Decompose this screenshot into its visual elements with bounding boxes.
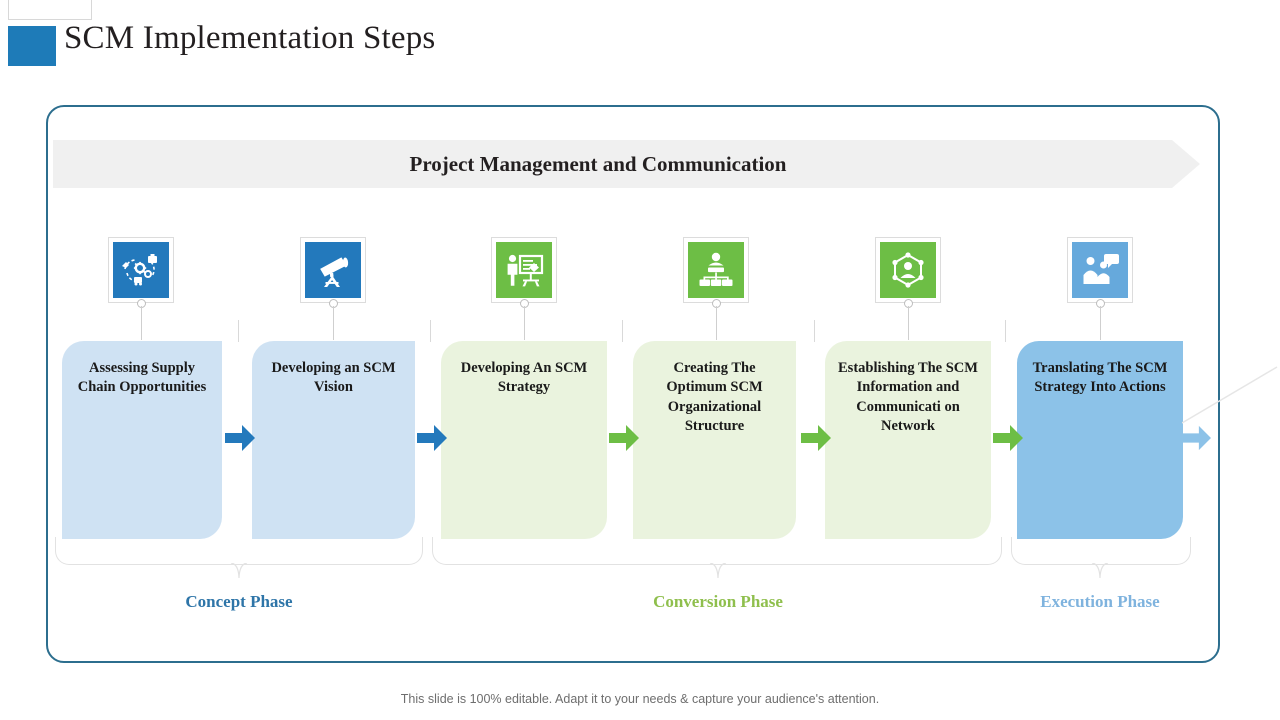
flow-arrow-1: [225, 425, 255, 451]
step-card-label: Creating The Optimum SCM Organizational …: [666, 360, 763, 434]
icon-tile-3[interactable]: [491, 237, 557, 303]
step-card-4[interactable]: Creating The Optimum SCM Organizational …: [633, 341, 796, 539]
phase-label-1: Concept Phase: [185, 592, 293, 611]
column-separator: [430, 320, 431, 342]
connector-line: [1100, 306, 1101, 340]
step-card-1[interactable]: Assessing Supply Chain Opportunities: [62, 341, 222, 539]
banner-title: Project Management and Communication: [409, 151, 787, 176]
icon-tile-5[interactable]: [875, 237, 941, 303]
supply-chain-network-icon: [113, 242, 169, 298]
icon-tile-1[interactable]: [108, 237, 174, 303]
trailing-diagonal-line: [1181, 365, 1278, 425]
phase-label-2: Conversion Phase: [653, 592, 783, 611]
phase-bracket-tick: [230, 563, 248, 579]
column-separator: [814, 320, 815, 342]
connector-line: [524, 306, 525, 340]
step-card-label: Developing an SCM Vision: [271, 360, 396, 396]
people-chat-icon: [1072, 242, 1128, 298]
column-separator: [622, 320, 623, 342]
phase-label-3: Execution Phase: [1040, 592, 1160, 611]
column-separator: [238, 320, 239, 342]
network-person-icon: [880, 242, 936, 298]
presentation-board-icon: [496, 242, 552, 298]
step-card-2[interactable]: Developing an SCM Vision: [252, 341, 415, 539]
flow-arrow-5: [993, 425, 1023, 451]
flow-arrow-3: [609, 425, 639, 451]
step-card-label: Establishing The SCM Information and Com…: [838, 360, 978, 434]
phase-bracket-tick: [709, 563, 727, 579]
phase-bracket-3: [1011, 537, 1191, 565]
icon-tile-6[interactable]: [1067, 237, 1133, 303]
column-separator: [1005, 320, 1006, 342]
phase-bracket-tick: [1091, 563, 1109, 579]
telescope-icon: [305, 242, 361, 298]
phase-bracket-2: [432, 537, 1002, 565]
flow-arrow-2: [417, 425, 447, 451]
phase-bracket-1: [55, 537, 423, 565]
step-card-label: Assessing Supply Chain Opportunities: [77, 360, 207, 396]
title-decor-box: [8, 0, 92, 20]
step-card-6[interactable]: Translating The SCM Strategy Into Action…: [1017, 341, 1183, 539]
slide-frame: [46, 105, 1220, 663]
connector-line: [141, 306, 142, 340]
trailing-flow-arrow: [1183, 425, 1211, 451]
footer-note: This slide is 100% editable. Adapt it to…: [400, 692, 880, 706]
connector-line: [908, 306, 909, 340]
org-chart-icon: [688, 242, 744, 298]
title-accent-block: [8, 26, 56, 66]
connector-line: [333, 306, 334, 340]
step-card-label: Developing An SCM Strategy: [460, 360, 588, 396]
flow-arrow-4: [801, 425, 831, 451]
step-card-label: Translating The SCM Strategy Into Action…: [1032, 360, 1168, 396]
page-title: SCM Implementation Steps: [64, 20, 436, 56]
banner-chevron: [53, 140, 1200, 188]
icon-tile-4[interactable]: [683, 237, 749, 303]
step-card-5[interactable]: Establishing The SCM Information and Com…: [825, 341, 991, 539]
icon-tile-2[interactable]: [300, 237, 366, 303]
connector-line: [716, 306, 717, 340]
step-card-3[interactable]: Developing An SCM Strategy: [441, 341, 607, 539]
